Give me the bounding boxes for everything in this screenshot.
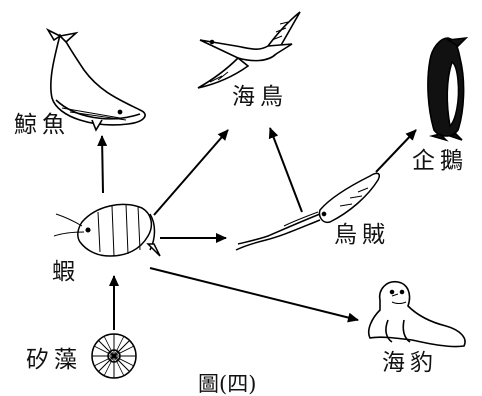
seal-label: 海豹 — [382, 352, 438, 375]
diatom-label: 矽藻 — [26, 349, 82, 372]
squid-label: 烏賊 — [334, 224, 390, 247]
diatom-icon — [92, 334, 136, 378]
shrimp-icon — [54, 204, 160, 256]
arrow-squid-to-seabird — [270, 128, 302, 212]
arrow-squid-to-penguin — [376, 130, 416, 172]
seal-icon — [369, 282, 465, 347]
arrow-shrimp-to-whale — [102, 136, 103, 193]
whale-label: 鯨魚 — [14, 114, 70, 137]
penguin-icon — [428, 38, 466, 140]
arrow-shrimp-to-seabird — [154, 130, 228, 215]
arrow-shrimp-to-seal — [150, 268, 358, 320]
seabird-label: 海鳥 — [232, 86, 288, 109]
shrimp-label: 蝦 — [52, 261, 80, 284]
penguin-label: 企鵝 — [412, 150, 468, 173]
seabird-icon — [198, 12, 300, 88]
